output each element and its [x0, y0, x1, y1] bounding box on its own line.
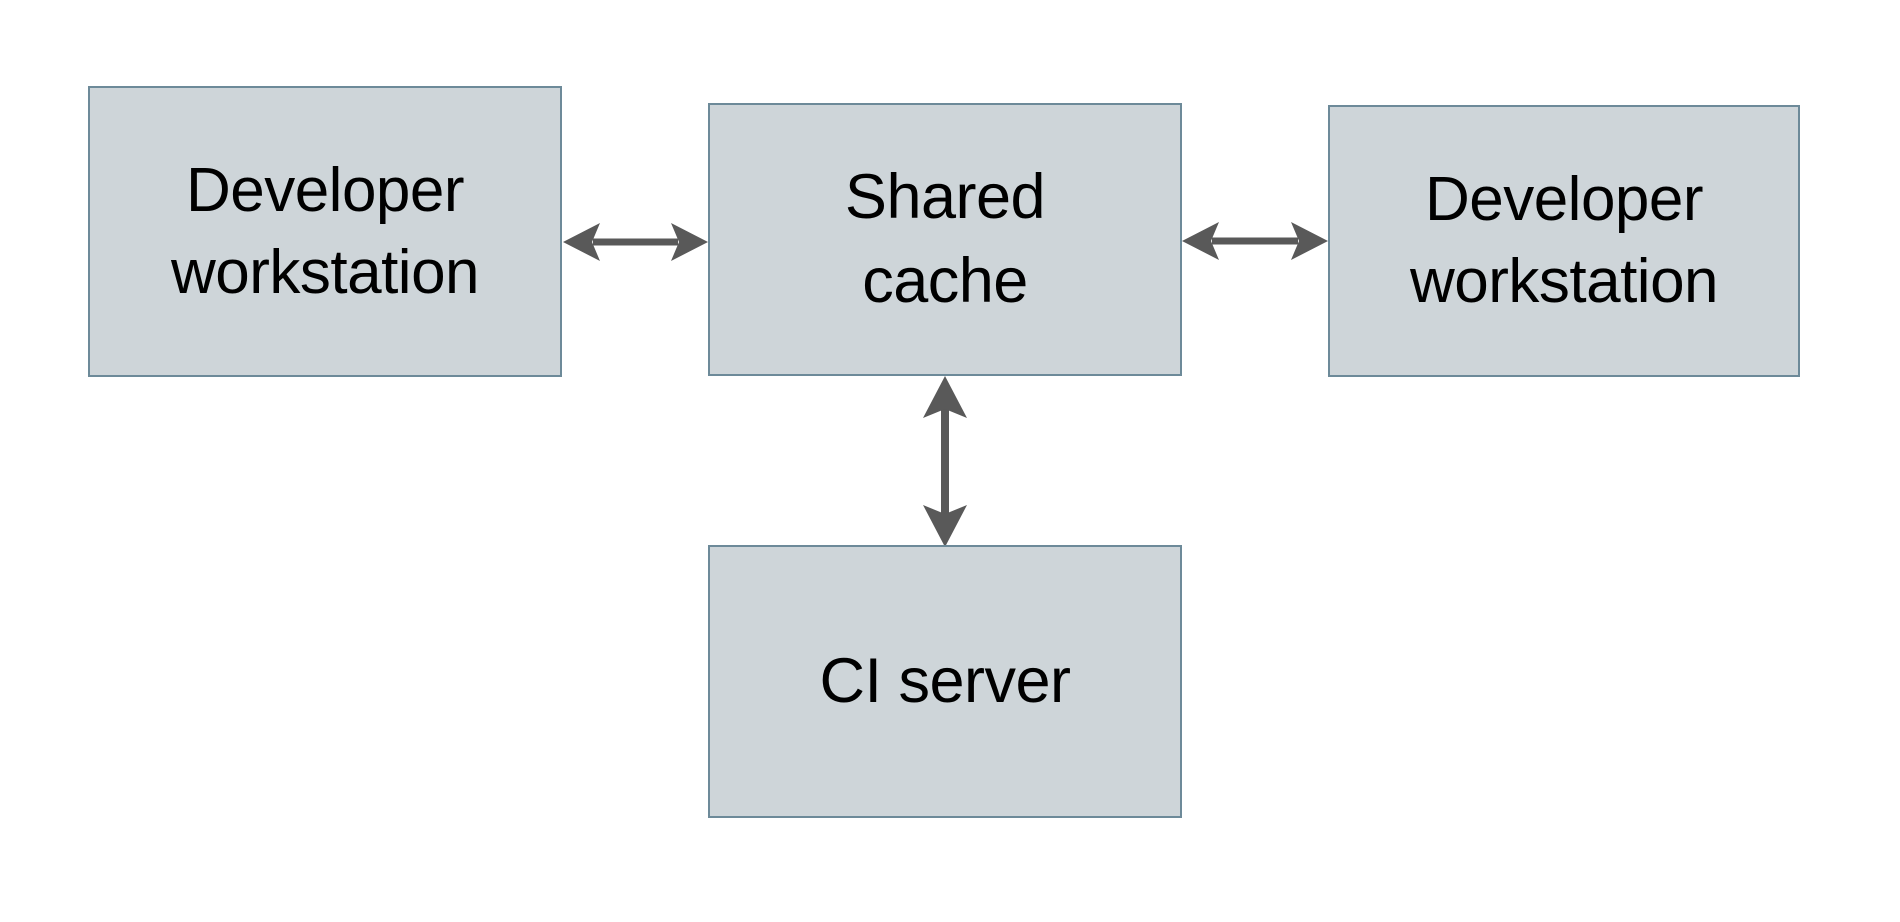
arrowhead-up-icon: [923, 376, 967, 418]
connector-shared-cache-to-ci-server: [923, 376, 967, 547]
arrowhead-left-icon: [1182, 222, 1219, 260]
connector-shared-cache-to-dev-right: [1182, 222, 1328, 260]
node-developer-workstation-right[interactable]: Developer workstation: [1328, 105, 1800, 377]
node-developer-workstation-left[interactable]: Developer workstation: [88, 86, 562, 377]
node-label: Shared cache: [844, 162, 1046, 316]
node-label: Developer workstation: [1409, 165, 1719, 316]
connector-dev-left-to-shared-cache: [563, 223, 708, 261]
node-ci-server[interactable]: CI server: [708, 545, 1182, 818]
arrowhead-down-icon: [923, 505, 967, 547]
node-label: CI server: [819, 645, 1071, 716]
node-label: Developer workstation: [170, 155, 480, 307]
node-shared-cache[interactable]: Shared cache: [708, 103, 1182, 376]
arrowhead-right-icon: [1291, 222, 1328, 260]
arrowhead-left-icon: [563, 223, 600, 261]
arrowhead-right-icon: [671, 223, 708, 261]
